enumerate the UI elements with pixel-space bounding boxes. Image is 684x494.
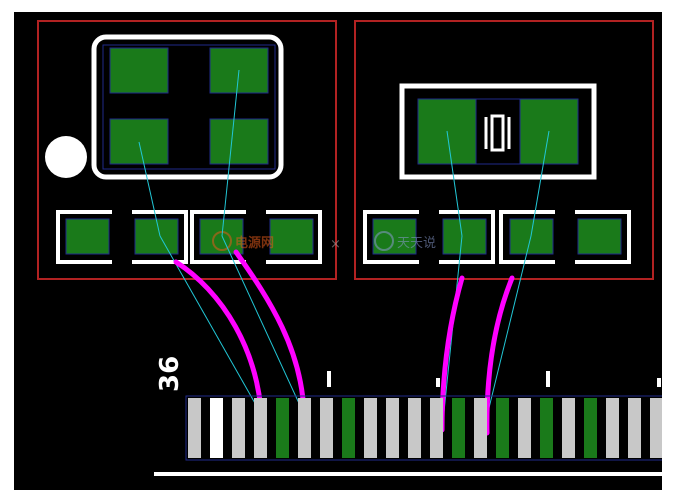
connector-pad-15[interactable]	[496, 398, 509, 458]
right-crystal-silkscreen	[399, 83, 597, 180]
connector-pad-1[interactable]	[188, 398, 201, 458]
connector-pad-4[interactable]	[254, 398, 267, 458]
connector-pad-12[interactable]	[430, 398, 443, 458]
connector-pad-14[interactable]	[474, 398, 487, 458]
image-frame-top-strip	[0, 0, 684, 11]
cap-c3-silk-gap-top	[419, 210, 439, 215]
left-component-outline[interactable]	[37, 20, 337, 280]
image-frame-left-strip	[0, 0, 13, 490]
cap-c2-silk-gap-bottom	[246, 259, 266, 264]
watermark-right-logo-icon	[374, 231, 394, 251]
connector-pad-17[interactable]	[540, 398, 553, 458]
right-capacitor-footprints[interactable]	[363, 210, 631, 264]
watermark-separator: ×	[330, 237, 341, 252]
right-crystal-body	[475, 98, 521, 165]
right-component-outline[interactable]	[354, 20, 654, 280]
connector-pad-10[interactable]	[386, 398, 399, 458]
image-frame-right-strip	[662, 0, 684, 490]
connector-pad-16[interactable]	[518, 398, 531, 458]
connector-pad-19[interactable]	[584, 398, 597, 458]
board-edge-silkscreen	[154, 472, 664, 476]
connector-pads[interactable]	[188, 398, 663, 458]
pin1-marker-dot	[45, 136, 87, 178]
trace-4[interactable]	[484, 275, 515, 436]
connector-pad-8[interactable]	[342, 398, 355, 458]
cap-c2-pad-1[interactable]	[199, 218, 244, 255]
cap-c1-pad-2[interactable]	[134, 218, 179, 255]
crystal-symbol-icon	[484, 114, 511, 152]
connector-pad-9[interactable]	[364, 398, 377, 458]
left-crystal-pad-1[interactable]	[109, 47, 169, 94]
cap-c4-pad-2[interactable]	[577, 218, 622, 255]
connector-pad-18[interactable]	[562, 398, 575, 458]
connector-pad-20[interactable]	[606, 398, 619, 458]
cap-c3-silk-gap-bottom	[419, 259, 439, 264]
left-capacitor-footprints[interactable]	[56, 210, 322, 264]
cap-c2-silk-gap-top	[246, 210, 266, 215]
left-crystal-pads[interactable]	[109, 47, 269, 165]
connector-pad-22[interactable]	[650, 398, 663, 458]
left-crystal-pad-3[interactable]	[109, 118, 169, 165]
connector-pad-11[interactable]	[408, 398, 421, 458]
cap-c1-pad-1[interactable]	[65, 218, 110, 255]
connector-pad-3[interactable]	[232, 398, 245, 458]
connector-pad-6[interactable]	[298, 398, 311, 458]
watermark-left-text: 电源网	[235, 235, 274, 251]
watermark-right-text: 天天说	[397, 236, 436, 251]
connector-pad-7[interactable]	[320, 398, 333, 458]
cap-c3-pad-2[interactable]	[442, 218, 487, 255]
pin-number-label: 36	[155, 356, 185, 392]
left-crystal-pad-4[interactable]	[209, 118, 269, 165]
trace-2[interactable]	[233, 249, 307, 417]
watermark: 电源网 × 天天说	[212, 231, 436, 252]
left-crystal-silkscreen	[91, 34, 284, 180]
connector-pad-2[interactable]	[210, 398, 223, 458]
connector-pad-5[interactable]	[276, 398, 289, 458]
connector-tick-marks	[327, 371, 661, 387]
cap-c4-silk-gap-bottom	[555, 259, 575, 264]
cap-c1-silk-gap-bottom	[112, 259, 132, 264]
connector-pad-13[interactable]	[452, 398, 465, 458]
left-crystal-keepout	[102, 44, 276, 170]
cap-c4-silk-gap-top	[555, 210, 575, 215]
right-crystal-pads[interactable]	[417, 98, 579, 165]
cap-c1-silk-gap-top	[112, 210, 132, 215]
connector-pad-21[interactable]	[628, 398, 641, 458]
cap-c2-pad-2[interactable]	[269, 218, 314, 255]
cap-c4-pad-1[interactable]	[509, 218, 554, 255]
